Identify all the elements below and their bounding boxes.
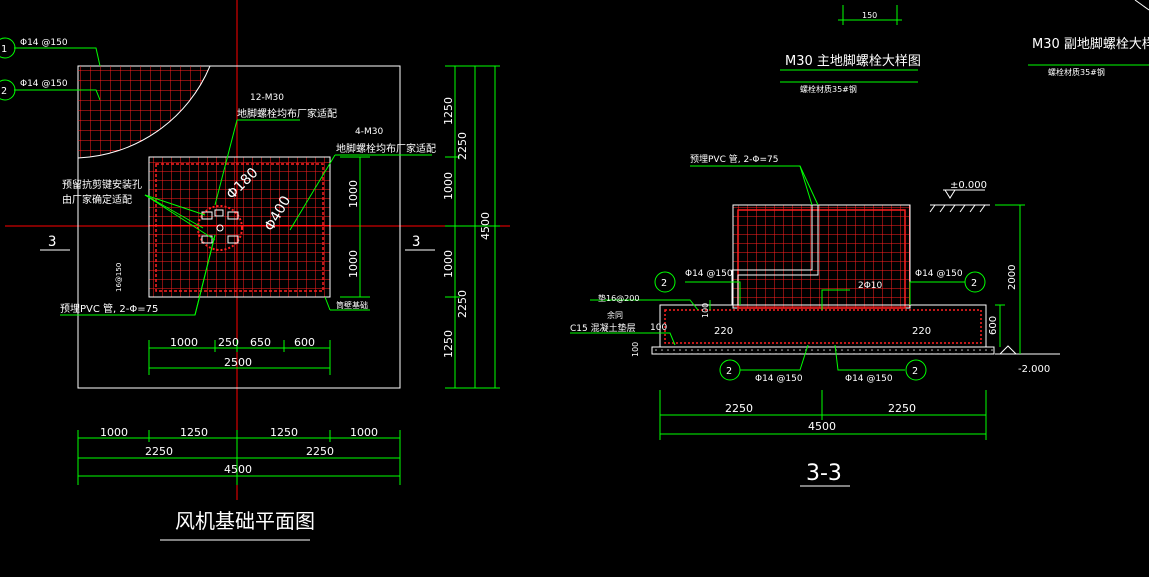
section-pvc-note: 预埋PVC 管, 2-Φ=75 <box>690 153 779 165</box>
svg-text:2: 2 <box>971 278 977 289</box>
plan-callout-1: 1 <box>0 37 16 59</box>
section-view: 150 M30 主地脚螺栓大样图 螺栓材质35#钢 M30 副地脚螺栓大样 螺栓… <box>570 0 1149 487</box>
plan-title: 风机基础平面图 <box>175 509 315 533</box>
outer-foundation-outline <box>77 65 401 389</box>
dim-right-inner-1: 1000 <box>347 180 360 208</box>
svg-text:2: 2 <box>726 366 732 377</box>
dim-bottom-4: 1000 <box>350 426 378 439</box>
dim-inner-total: 2500 <box>224 356 252 369</box>
dim-right-3: 1000 <box>442 172 455 200</box>
section-marker-left: 3 <box>48 234 56 250</box>
dim-150-marker <box>838 5 902 25</box>
section-callout-bottom-left: 2 <box>719 359 741 381</box>
dim-bottom-3: 1250 <box>270 426 298 439</box>
section-rebar-right: Φ14 @150 <box>915 269 963 279</box>
plan-rebar-label-1: Φ14 @150 <box>20 38 68 48</box>
section-rebar-bottom-left: Φ14 @150 <box>755 374 803 384</box>
pedestal-outline <box>148 156 331 298</box>
dim-right-1: 1250 <box>442 97 455 125</box>
plan-rebar-label-2: Φ14 @150 <box>20 79 68 89</box>
section-dim-bottom-total: 4500 <box>808 420 836 433</box>
dim-inner-2: 250 <box>218 336 239 349</box>
plan-inner-dimensions <box>148 340 331 375</box>
svg-text:2: 2 <box>1 86 7 97</box>
section-leaders <box>570 165 965 371</box>
plan-small-note: 筒壁基础 <box>336 300 368 310</box>
section-title: 3-3 <box>806 461 842 486</box>
section-c15-note: C15 混凝土垫层 <box>570 322 636 334</box>
detail-main-title: M30 主地脚螺栓大样图 <box>785 53 921 69</box>
ground-line <box>929 189 990 213</box>
section-callout-left: 2 <box>654 271 676 293</box>
dim-bottom-2: 1250 <box>180 426 208 439</box>
quadrant-arc <box>77 65 211 159</box>
section-dim-100: 100 <box>650 323 667 333</box>
section-rebar-mid: 2Φ10 <box>858 281 883 291</box>
dim-right-6: 1250 <box>442 330 455 358</box>
plan-rebar-vertical-note: 16@150 <box>115 263 123 292</box>
dim-bottom-half-2: 2250 <box>306 445 334 458</box>
svg-text:2: 2 <box>912 366 918 377</box>
plan-view: 1 2 Φ14 @150 Φ14 @150 12-M30 地脚螺栓均布厂家适配 … <box>0 0 510 541</box>
section-dim-bottom-1: 2250 <box>725 402 753 415</box>
dim-right-4: 1000 <box>442 250 455 278</box>
dim-600: 600 <box>988 316 999 335</box>
bolt-aux-note: 地脚螺栓均布厂家适配 <box>336 142 436 155</box>
bolt-main-label: 12-M30 <box>250 93 284 103</box>
dim-2000: 2000 <box>1007 265 1018 290</box>
dim-right-total: 4500 <box>479 212 492 240</box>
section-marker-right: 3 <box>412 234 420 250</box>
section-bottom-dimensions <box>659 390 987 440</box>
section-rebar-bottom-right: Φ14 @150 <box>845 374 893 384</box>
plan-bottom-dimensions <box>77 430 401 485</box>
section-right-dimensions <box>995 204 1025 354</box>
section-pad-note: 垫16@200 <box>598 293 639 303</box>
section-dim-bottom-2: 2250 <box>888 402 916 415</box>
elevation-top: ±0.000 <box>950 180 987 191</box>
section-callout-bottom-right: 2 <box>905 359 927 381</box>
section-dim-220-left: 220 <box>714 326 733 337</box>
dim-bottom-half-1: 2250 <box>145 445 173 458</box>
section-pad-note-2: 余同 <box>607 310 623 320</box>
detail-aux-title: M30 副地脚螺栓大样 <box>1032 36 1149 52</box>
dim-inner-3: 650 <box>250 336 271 349</box>
plan-pvc-note: 预埋PVC 管, 2-Φ=75 <box>60 302 158 315</box>
top-rebar-grid <box>78 66 210 158</box>
dim-150: 150 <box>862 11 877 20</box>
bolt-aux-label: 4-M30 <box>355 127 383 137</box>
section-dim-100c: 100 <box>631 342 640 357</box>
hole-note-2: 由厂家确定适配 <box>62 193 132 206</box>
detail-aux-note: 螺栓材质35#钢 <box>1048 67 1105 77</box>
c15-bedding <box>651 346 995 355</box>
svg-text:2: 2 <box>661 278 667 289</box>
plan-callout-2: 2 <box>0 79 16 101</box>
svg-text:1: 1 <box>1 44 7 55</box>
elevation-bottom: -2.000 <box>1018 364 1050 375</box>
dim-right-5: 2250 <box>456 290 469 318</box>
dim-bottom-1: 1000 <box>100 426 128 439</box>
hole-note-1: 预留抗剪键安装孔 <box>62 178 142 191</box>
section-dim-100b: 100 <box>701 303 710 318</box>
plan-right-dimensions <box>340 65 500 389</box>
section-rebar-left: Φ14 @150 <box>685 269 733 279</box>
dim-right-inner-2: 1000 <box>347 250 360 278</box>
bolt-circle <box>197 205 243 251</box>
plan-leaders <box>14 47 432 316</box>
dim-inner-4: 600 <box>294 336 315 349</box>
bolt-main-note: 地脚螺栓均布厂家适配 <box>237 107 337 120</box>
dim-bottom-total: 4500 <box>224 463 252 476</box>
detail-main-note: 螺栓材质35#钢 <box>800 84 857 94</box>
dim-right-2: 2250 <box>456 132 469 160</box>
dim-inner-1: 1000 <box>170 336 198 349</box>
section-dim-220-right: 220 <box>912 326 931 337</box>
section-callout-right: 2 <box>964 271 986 293</box>
